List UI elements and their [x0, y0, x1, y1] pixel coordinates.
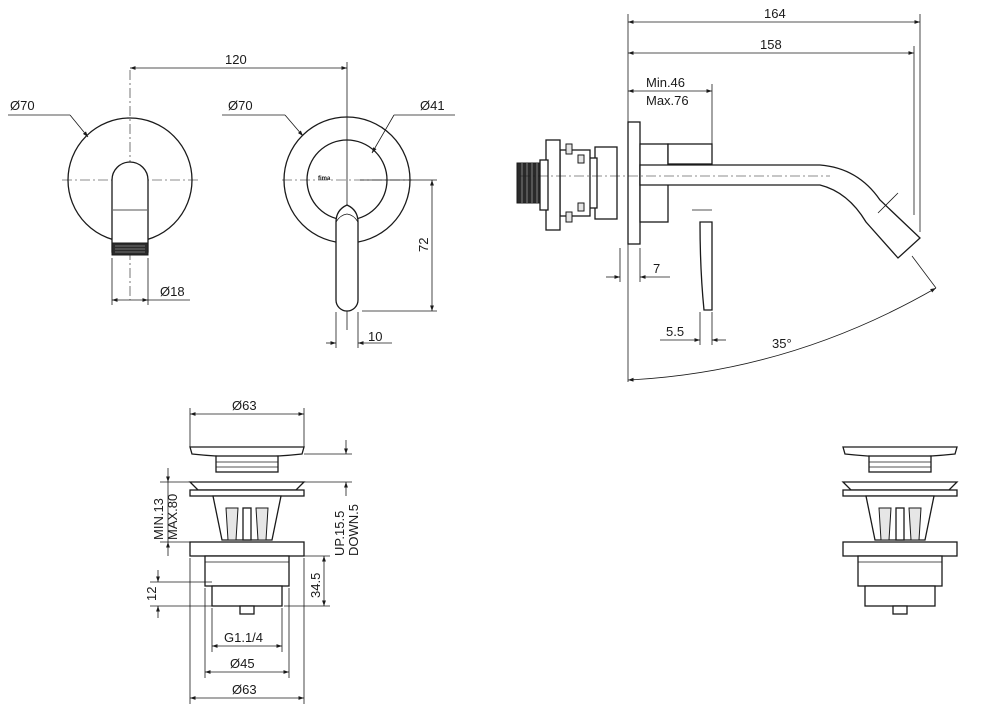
mixer-rosette-diameter-label: Ø70: [228, 98, 253, 113]
thread-label: G1.1/4: [224, 630, 263, 645]
depth-max-label: MAX.80: [165, 494, 180, 540]
spout-projection-label: 158: [760, 37, 782, 52]
spout-rosette-front-view: [8, 70, 198, 305]
body-diameter-label: Ø45: [230, 656, 255, 671]
flange-diameter-label: Ø63: [232, 682, 257, 697]
waste-valve-dimensioned: [150, 408, 352, 704]
overall-length-label: 164: [764, 6, 786, 21]
mixer-rosette-front-view: [222, 114, 455, 348]
wall-depth-min-label: Min.46: [646, 75, 685, 90]
travel-down-label: DOWN.5: [346, 504, 361, 556]
wall-depth-max-label: Max.76: [646, 93, 689, 108]
depth-min-label: MIN.13: [151, 498, 166, 540]
brand-logo: fima: [318, 176, 331, 182]
spout-rosette-diameter-label: Ø70: [10, 98, 35, 113]
thread-length-label: 12: [144, 587, 159, 601]
lever-width-label: 10: [368, 329, 382, 344]
spacing-label: 120: [225, 52, 247, 67]
travel-up-label: UP.15.5: [332, 511, 347, 556]
side-view: [516, 14, 937, 382]
waste-valve-plain: [841, 446, 959, 615]
lever-length-label: 72: [416, 238, 431, 252]
body-height-label: 34.5: [308, 573, 323, 598]
rosette-thickness-label: 7: [653, 261, 660, 276]
spout-diameter-label: Ø18: [160, 284, 185, 299]
lever-offset-label: 5.5: [666, 324, 684, 339]
spout-angle-label: 35°: [772, 336, 792, 351]
cap-diameter-label: Ø63: [232, 398, 257, 413]
mixer-inner-diameter-label: Ø41: [420, 98, 445, 113]
